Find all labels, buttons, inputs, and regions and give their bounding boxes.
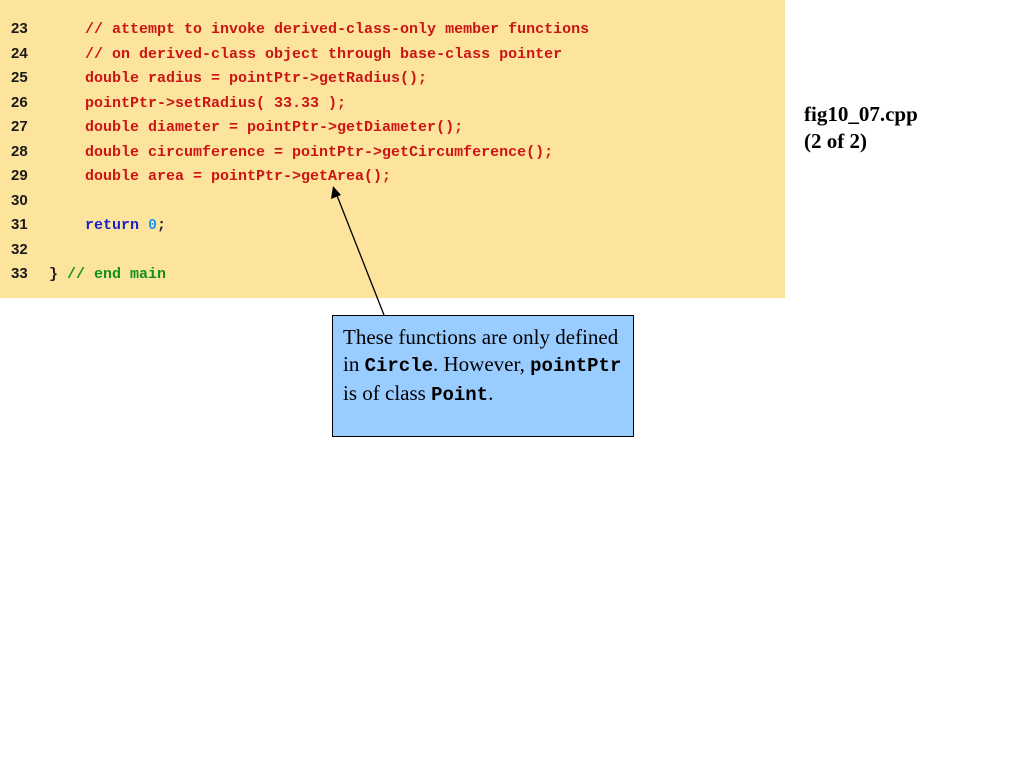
callout-box: These functions are only defined in Circ… bbox=[332, 315, 634, 437]
return-keyword: return bbox=[49, 217, 140, 234]
code-line: 29 double area = pointPtr->getArea(); bbox=[0, 167, 785, 191]
callout-code-point: Point bbox=[431, 384, 489, 406]
line-number: 32 bbox=[11, 241, 28, 258]
callout-code-circle: Circle bbox=[364, 355, 434, 377]
code-line: 31 return 0; bbox=[0, 216, 785, 240]
callout-text: . bbox=[488, 381, 494, 405]
line-number: 29 bbox=[11, 167, 28, 184]
code-text: } // end main bbox=[49, 266, 166, 283]
callout-text: is of class bbox=[343, 381, 432, 405]
code-line: 30 bbox=[0, 192, 785, 216]
figure-filename: fig10_07.cpp bbox=[804, 102, 918, 126]
line-number: 25 bbox=[11, 69, 28, 86]
code-text: double diameter = pointPtr->getDiameter(… bbox=[49, 119, 464, 136]
line-number: 27 bbox=[11, 118, 28, 135]
code-line: 25 double radius = pointPtr->getRadius()… bbox=[0, 69, 785, 93]
figure-part: (2 of 2) bbox=[804, 129, 867, 153]
closing-brace: } bbox=[49, 266, 59, 283]
code-line: 32 bbox=[0, 241, 785, 265]
figure-caption: fig10_07.cpp (2 of 2) bbox=[804, 101, 918, 155]
code-line: 28 double circumference = pointPtr->getC… bbox=[0, 143, 785, 167]
code-line: 23 // attempt to invoke derived-class-on… bbox=[0, 20, 785, 44]
line-number: 28 bbox=[11, 143, 28, 160]
line-number: 26 bbox=[11, 94, 28, 111]
line-number: 31 bbox=[11, 216, 28, 233]
semicolon: ; bbox=[157, 217, 167, 234]
end-main-comment: // end main bbox=[58, 266, 167, 283]
code-line: 33 } // end main bbox=[0, 265, 785, 289]
code-text: pointPtr->setRadius( 33.33 ); bbox=[49, 95, 347, 112]
line-number: 33 bbox=[11, 265, 28, 282]
line-number: 23 bbox=[11, 20, 28, 37]
code-text: double area = pointPtr->getArea(); bbox=[49, 168, 392, 185]
code-text: // attempt to invoke derived-class-only … bbox=[49, 21, 590, 38]
return-value: 0 bbox=[139, 217, 158, 234]
code-line: 26 pointPtr->setRadius( 33.33 ); bbox=[0, 94, 785, 118]
code-text: double radius = pointPtr->getRadius(); bbox=[49, 70, 428, 87]
callout-text: These functions are only defined in bbox=[343, 325, 619, 376]
code-text: // on derived-class object through base-… bbox=[49, 46, 563, 63]
line-number: 24 bbox=[11, 45, 28, 62]
code-line: 24 // on derived-class object through ba… bbox=[0, 45, 785, 69]
code-text: double circumference = pointPtr->getCirc… bbox=[49, 144, 554, 161]
code-text: return 0; bbox=[49, 217, 166, 234]
callout-text: . However, bbox=[433, 352, 531, 376]
code-listing-panel: 23 // attempt to invoke derived-class-on… bbox=[0, 0, 785, 298]
callout-code-pointptr: pointPtr bbox=[530, 355, 622, 377]
code-line: 27 double diameter = pointPtr->getDiamet… bbox=[0, 118, 785, 142]
line-number: 30 bbox=[11, 192, 28, 209]
